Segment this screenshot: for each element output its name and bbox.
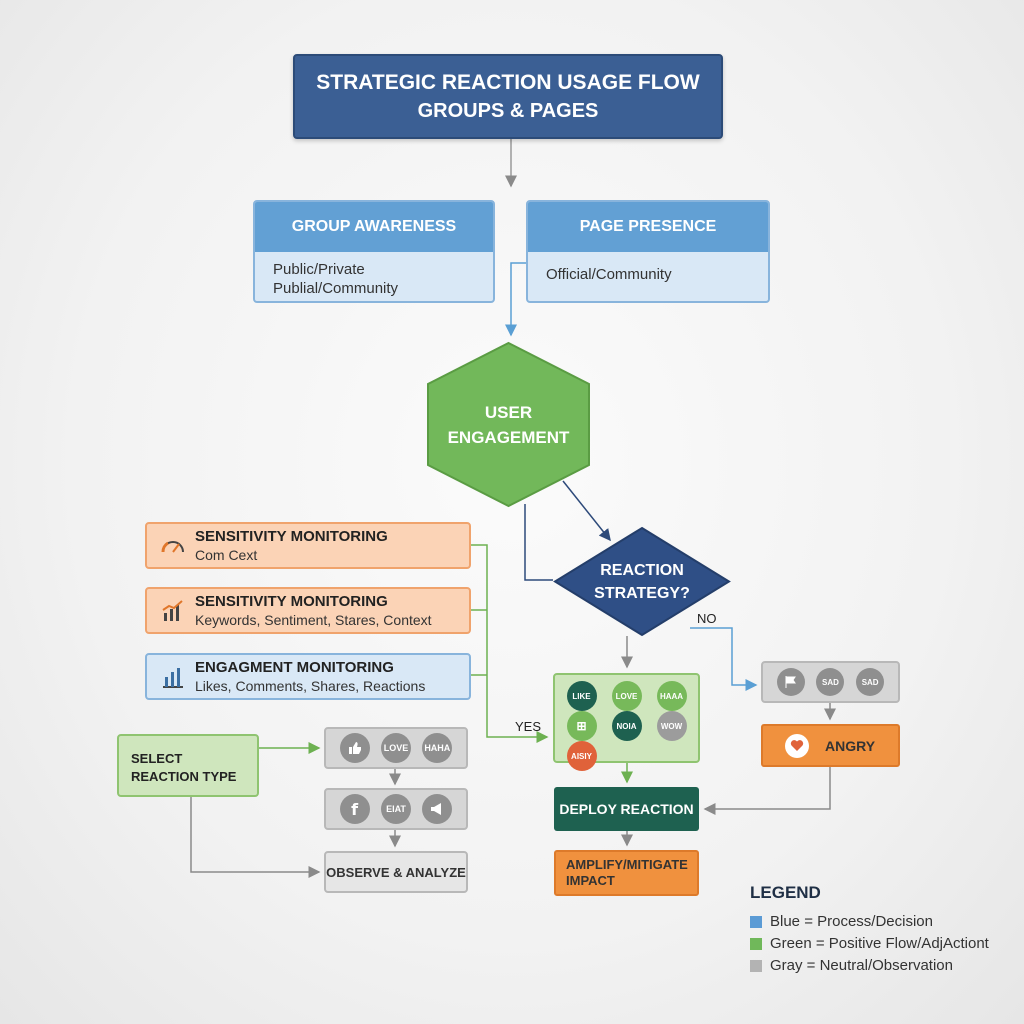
negative-reactions-row: SAD SAD <box>761 661 900 703</box>
title-line-1: STRATEGIC REACTION USAGE FLOW <box>316 70 700 94</box>
page-presence-line-1: Official/Community <box>546 266 672 283</box>
angry-reaction-icon: AISIY <box>566 741 597 771</box>
like-icon <box>339 733 370 763</box>
platform-options-row: f EIAT <box>324 788 468 830</box>
group-awareness-line-2: Publial/Community <box>273 280 399 297</box>
love-reaction-icon: LOVE <box>380 733 411 763</box>
user-engagement-node: USER ENGAGEMENT <box>426 341 591 508</box>
legend-item: Blue = Process/Decision <box>750 911 1010 933</box>
monitor-subtext: Com Cext <box>195 547 258 563</box>
sensitivity-monitoring-box-2: SENSITIVITY MONITORING Keywords, Sentime… <box>145 587 471 634</box>
angry-label: ANGRY <box>825 737 876 754</box>
legend-item: Green = Positive Flow/AdjActiont <box>750 933 1010 955</box>
reaction-strategy-line-1: REACTION <box>600 561 684 579</box>
hexagon-shape <box>427 341 590 508</box>
megaphone-icon <box>422 794 453 824</box>
bar-chart-icon <box>163 667 183 688</box>
legend-item-label: Green = Positive Flow/AdjActiont <box>770 935 989 952</box>
user-engagement-line-2: ENGAGEMENT <box>447 427 570 447</box>
sensitivity-monitoring-box-1: SENSITIVITY MONITORING Com Cext <box>145 522 471 569</box>
engagement-monitoring-box: ENGAGMENT MONITORING Likes, Comments, Sh… <box>145 653 471 700</box>
haha-reaction-icon: HAAA <box>656 681 687 711</box>
angry-box: ANGRY <box>761 724 900 767</box>
gray-swatch <box>750 960 762 972</box>
diamond-shape <box>553 526 731 637</box>
diagram-title: STRATEGIC REACTION USAGE FLOW GROUPS & P… <box>293 54 723 139</box>
group-awareness-line-1: Public/Private <box>273 261 365 278</box>
legend: LEGEND Blue = Process/Decision Green = P… <box>750 883 1010 977</box>
monitor-heading: SENSITIVITY MONITORING <box>195 593 388 610</box>
deploy-reaction-box: DEPLOY REACTION <box>554 787 699 831</box>
noia-reaction-icon: NOIA <box>611 711 642 741</box>
bar-chart-icon <box>162 599 183 621</box>
legend-item-label: Blue = Process/Decision <box>770 913 933 930</box>
sad-reaction-icon: SAD <box>856 668 885 696</box>
amplify-line-1: AMPLIFY/MITIGATE <box>566 857 688 872</box>
yes-label: YES <box>515 719 542 734</box>
wow-reaction-icon: WOW <box>656 711 687 741</box>
reaction-options-row: LOVE HAHA <box>324 727 468 769</box>
monitor-subtext: Likes, Comments, Shares, Reactions <box>195 678 426 694</box>
observe-analyze-box: OBSERVE & ANALYZE <box>324 851 468 893</box>
monitor-heading: ENGAGMENT MONITORING <box>195 659 394 676</box>
page-presence-heading: PAGE PRESENCE <box>528 202 768 252</box>
haha-reaction-icon: HAHA <box>422 733 453 763</box>
title-line-2: GROUPS & PAGES <box>417 99 599 122</box>
legend-title: LEGEND <box>750 883 821 902</box>
blue-swatch <box>750 916 762 928</box>
green-swatch <box>750 938 762 950</box>
like-reaction-icon: LIKE <box>566 681 597 711</box>
reaction-strategy-decision: REACTION STRATEGY? <box>553 526 731 637</box>
select-reaction-type-box: SELECT REACTION TYPE <box>117 734 259 797</box>
reaction-options-grid: LIKE LOVE HAAA ⊞ NOIA WOW AISIY <box>553 673 700 771</box>
facebook-icon: f <box>339 794 370 824</box>
reaction-strategy-line-2: STRATEGY? <box>594 584 690 602</box>
love-reaction-icon: LOVE <box>611 681 642 711</box>
amplify-line-2: IMPACT <box>566 873 615 888</box>
group-awareness-card: GROUP AWARENESS Public/Private Publial/C… <box>253 200 495 303</box>
no-label: NO <box>697 611 717 626</box>
sad-reaction-icon: SAD <box>816 668 845 696</box>
flag-icon <box>776 668 805 696</box>
amplify-mitigate-box: AMPLIFY/MITIGATE IMPACT <box>554 850 699 896</box>
monitor-heading: SENSITIVITY MONITORING <box>195 528 388 545</box>
grid-icon: ⊞ <box>566 711 597 741</box>
user-engagement-line-1: USER <box>484 402 533 422</box>
legend-item-label: Gray = Neutral/Observation <box>770 957 953 974</box>
chat-reaction-icon: EIAT <box>380 794 411 824</box>
monitor-subtext: Keywords, Sentiment, Stares, Context <box>195 612 432 628</box>
group-awareness-heading: GROUP AWARENESS <box>255 202 493 252</box>
gauge-icon <box>161 540 184 553</box>
heart-icon <box>785 733 809 758</box>
page-presence-card: PAGE PRESENCE Official/Community <box>526 200 770 303</box>
legend-item: Gray = Neutral/Observation <box>750 955 1010 977</box>
